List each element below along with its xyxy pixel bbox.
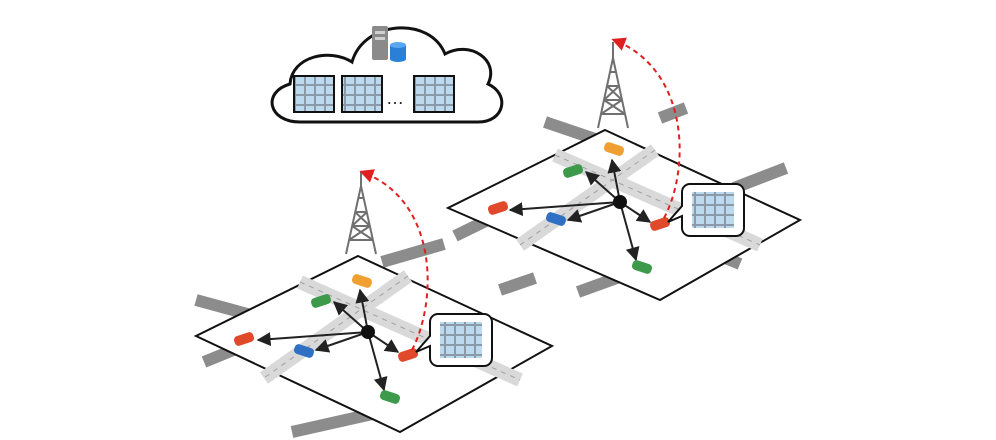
- server-icon: [372, 26, 388, 60]
- vehicle-green: [562, 164, 584, 178]
- cloud-tile: [293, 75, 335, 113]
- cloud-tile: [413, 75, 455, 113]
- cloud-tile: [341, 75, 383, 113]
- vehicle-red: [487, 201, 509, 215]
- vehicle-green: [310, 294, 332, 308]
- ground-plane: [193, 254, 555, 434]
- vehicle-orange: [603, 142, 625, 156]
- edge-hub: [613, 195, 627, 209]
- uplink-arrow: [359, 169, 429, 351]
- vehicle-blue: [545, 212, 567, 226]
- vehicle-green: [631, 260, 653, 274]
- scene-right: [445, 37, 803, 302]
- cell-tower: [597, 42, 629, 129]
- scene-left: [193, 169, 555, 438]
- vehicle-orange: [351, 274, 373, 288]
- cloud-ellipsis: …: [386, 88, 404, 108]
- vehicle-red-reporter: [397, 348, 419, 362]
- sensor-tile-callout: [667, 183, 745, 237]
- cell-tower: [345, 172, 377, 255]
- vehicle-blue: [293, 344, 315, 358]
- sensor-tile-callout: [415, 313, 493, 367]
- edge-hub: [361, 325, 375, 339]
- uplink-arrow: [611, 37, 681, 219]
- vehicle-green: [379, 390, 401, 404]
- database-icon: [390, 42, 406, 62]
- lane-markings: [519, 149, 761, 246]
- cloud: …: [270, 26, 504, 124]
- broadcast-arrows: [508, 158, 652, 262]
- vehicle-red: [233, 332, 255, 346]
- vehicle-red-reporter: [649, 217, 671, 231]
